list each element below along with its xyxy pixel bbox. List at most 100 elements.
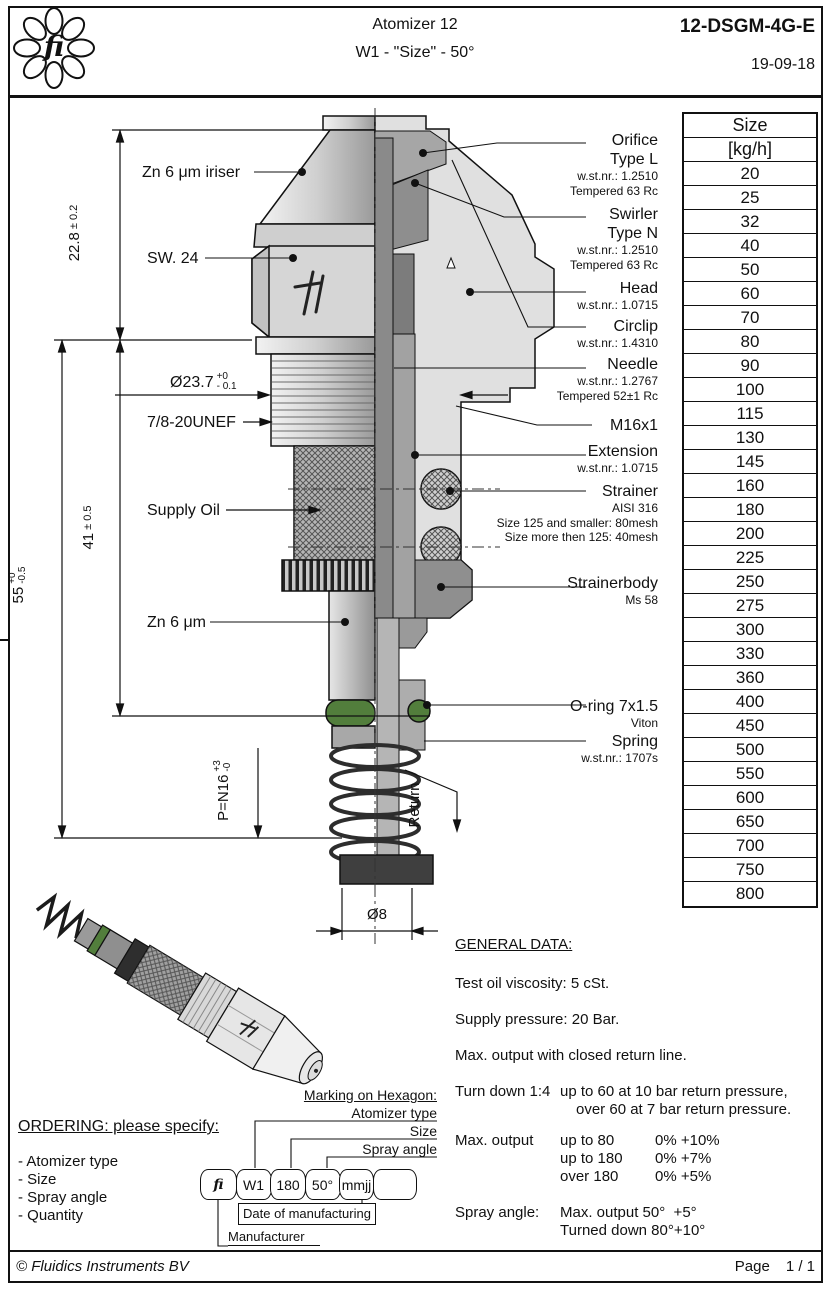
dim-22-8: 22.8 ± 0.2 (65, 204, 83, 262)
fi-logo-text: fi (43, 30, 65, 63)
size-row: 180 (684, 498, 816, 522)
size-row: 500 (684, 738, 816, 762)
gd-maxout-range-0: up to 80 (560, 1132, 615, 1149)
marking-label-atomizer-type: Atomizer type (351, 1105, 437, 1121)
size-row: 32 (684, 210, 816, 234)
size-row: 130 (684, 426, 816, 450)
gd-maxout-tol-1: 0% +7% (655, 1150, 712, 1167)
page-border (8, 6, 823, 1283)
fi-logo-hexagon (293, 270, 325, 316)
leader-lines (205, 142, 592, 742)
gd-spray-label: Spray angle: (455, 1204, 540, 1221)
marking-cell-empty (372, 1169, 417, 1200)
size-row: 330 (684, 642, 816, 666)
marking-label-manufacturer: Manufacturer (228, 1228, 320, 1246)
size-row: 200 (684, 522, 816, 546)
callout-extension: Extension w.st.nr.: 1.0715 (577, 443, 658, 475)
callout-swirler: Swirler Type N w.st.nr.: 1.2510 Tempered… (569, 206, 658, 272)
label-sw24: SW. 24 (147, 250, 199, 267)
marking-leaders (217, 1120, 437, 1247)
size-row: 20 (684, 162, 816, 186)
callout-circlip: Circlip w.st.nr.: 1.4310 (577, 318, 658, 350)
gd-max-output-note: Max. output with closed return line. (455, 1047, 687, 1064)
header-divider (8, 95, 823, 98)
size-row: 70 (684, 306, 816, 330)
size-table-header-1: Size (684, 114, 816, 138)
photo-spring (35, 892, 85, 939)
size-row: 275 (684, 594, 816, 618)
size-row: 90 (684, 354, 816, 378)
size-row: 800 (735, 884, 765, 903)
label-diameter: Ø23.7 +0 - 0.1 (170, 371, 237, 392)
size-row: 80 (684, 330, 816, 354)
size-row: 300 (684, 618, 816, 642)
dimension-lines (0, 129, 508, 940)
ordering-item: - Size (18, 1171, 57, 1188)
bottom-cap (339, 854, 434, 885)
thread-lines (272, 360, 374, 439)
size-row: 700 (684, 834, 816, 858)
marking-label-size: Size (409, 1123, 437, 1139)
gd-maxout-tol-0: 0% +10% (655, 1132, 720, 1149)
marking-cell-angle: 50° (304, 1169, 341, 1200)
callout-strainerbody: Strainerbody Ms 58 (567, 575, 658, 607)
footer-page: Page 1 / 1 (734, 1258, 815, 1275)
footer-divider (8, 1250, 823, 1252)
dim-p-n16: P=N16 +3 -0 (212, 760, 233, 821)
size-row: 225 (684, 546, 816, 570)
part-number: 12-DSGM-4G-E (679, 16, 815, 37)
gd-maxout-tol-2: 0% +5% (655, 1168, 712, 1185)
gd-viscosity: Test oil viscosity: 5 cSt. (455, 975, 610, 992)
size-row: 600 (684, 786, 816, 810)
size-row: 50 (684, 258, 816, 282)
size-row: 25 (684, 186, 816, 210)
marking-heading: Marking on Hexagon: (303, 1087, 437, 1103)
size-row: 40 (684, 234, 816, 258)
callout-orifice: Orifice Type L w.st.nr.: 1.2510 Tempered… (569, 132, 658, 198)
size-table: Size [kg/h] 20 25 32 40 50 60 70 80 90 1… (682, 112, 818, 908)
fi-logo (13, 7, 95, 89)
size-row: 60 (684, 282, 816, 306)
leader-dots (289, 149, 474, 709)
size-row: 100 (684, 378, 816, 402)
callout-needle: Needle w.st.nr.: 1.2767 Tempered 52±1 Rc (556, 356, 658, 403)
label-zn-iriser: Zn 6 μm iriser (142, 164, 241, 181)
marking-cell-logo: fi (200, 1169, 237, 1200)
callout-oring: O-ring 7x1.5 Viton (569, 698, 658, 730)
doc-title-line2: W1 - "Size" - 50° (355, 44, 475, 61)
gd-maxout-range-2: over 180 (560, 1168, 619, 1185)
size-row: 360 (684, 666, 816, 690)
atomizer-section-right (374, 115, 555, 859)
size-row: 750 (684, 858, 816, 882)
gd-turndown-1: up to 60 at 10 bar return pressure, (560, 1083, 788, 1100)
gd-spray-1: Max. output 50° +5° (560, 1204, 697, 1221)
ordering-heading: ORDERING: please specify: (18, 1118, 219, 1135)
doc-title-line1: Atomizer 12 (372, 16, 458, 33)
gd-spray-2: Turned down 80°+10° (560, 1222, 706, 1239)
product-photo (35, 892, 323, 1085)
dim-d8: Ø8 (366, 906, 387, 923)
doc-date: 19-09-18 (750, 56, 815, 73)
gd-turndown-label: Turn down 1:4 (455, 1083, 551, 1100)
ordering-item: - Atomizer type (18, 1153, 119, 1170)
gd-turndown-2: over 60 at 7 bar return pressure. (576, 1101, 792, 1118)
surface-finish-mark (446, 256, 456, 269)
marking-label-date: Date of manufacturing (238, 1203, 376, 1225)
gd-maxout-label: Max. output (455, 1132, 534, 1149)
atomizer-section-left (251, 115, 376, 749)
size-row: 250 (684, 570, 816, 594)
fi-logo-photo (239, 1019, 260, 1038)
ordering-item: - Quantity (18, 1207, 84, 1224)
callout-head: Head w.st.nr.: 1.0715 (577, 280, 658, 312)
size-row: 115 (684, 402, 816, 426)
ordering-item: - Spray angle (18, 1189, 108, 1206)
label-thread: 7/8-20UNEF (147, 414, 236, 431)
marking-cell-type: W1 (235, 1169, 272, 1200)
footer-copyright: © Fluidics Instruments BV (16, 1258, 189, 1275)
dim-55: 55 +0 -0.5 (7, 566, 28, 604)
gd-pressure: Supply pressure: 20 Bar. (455, 1011, 620, 1028)
size-table-header-2: [kg/h] (684, 138, 816, 162)
label-supply-oil: Supply Oil (147, 502, 220, 519)
